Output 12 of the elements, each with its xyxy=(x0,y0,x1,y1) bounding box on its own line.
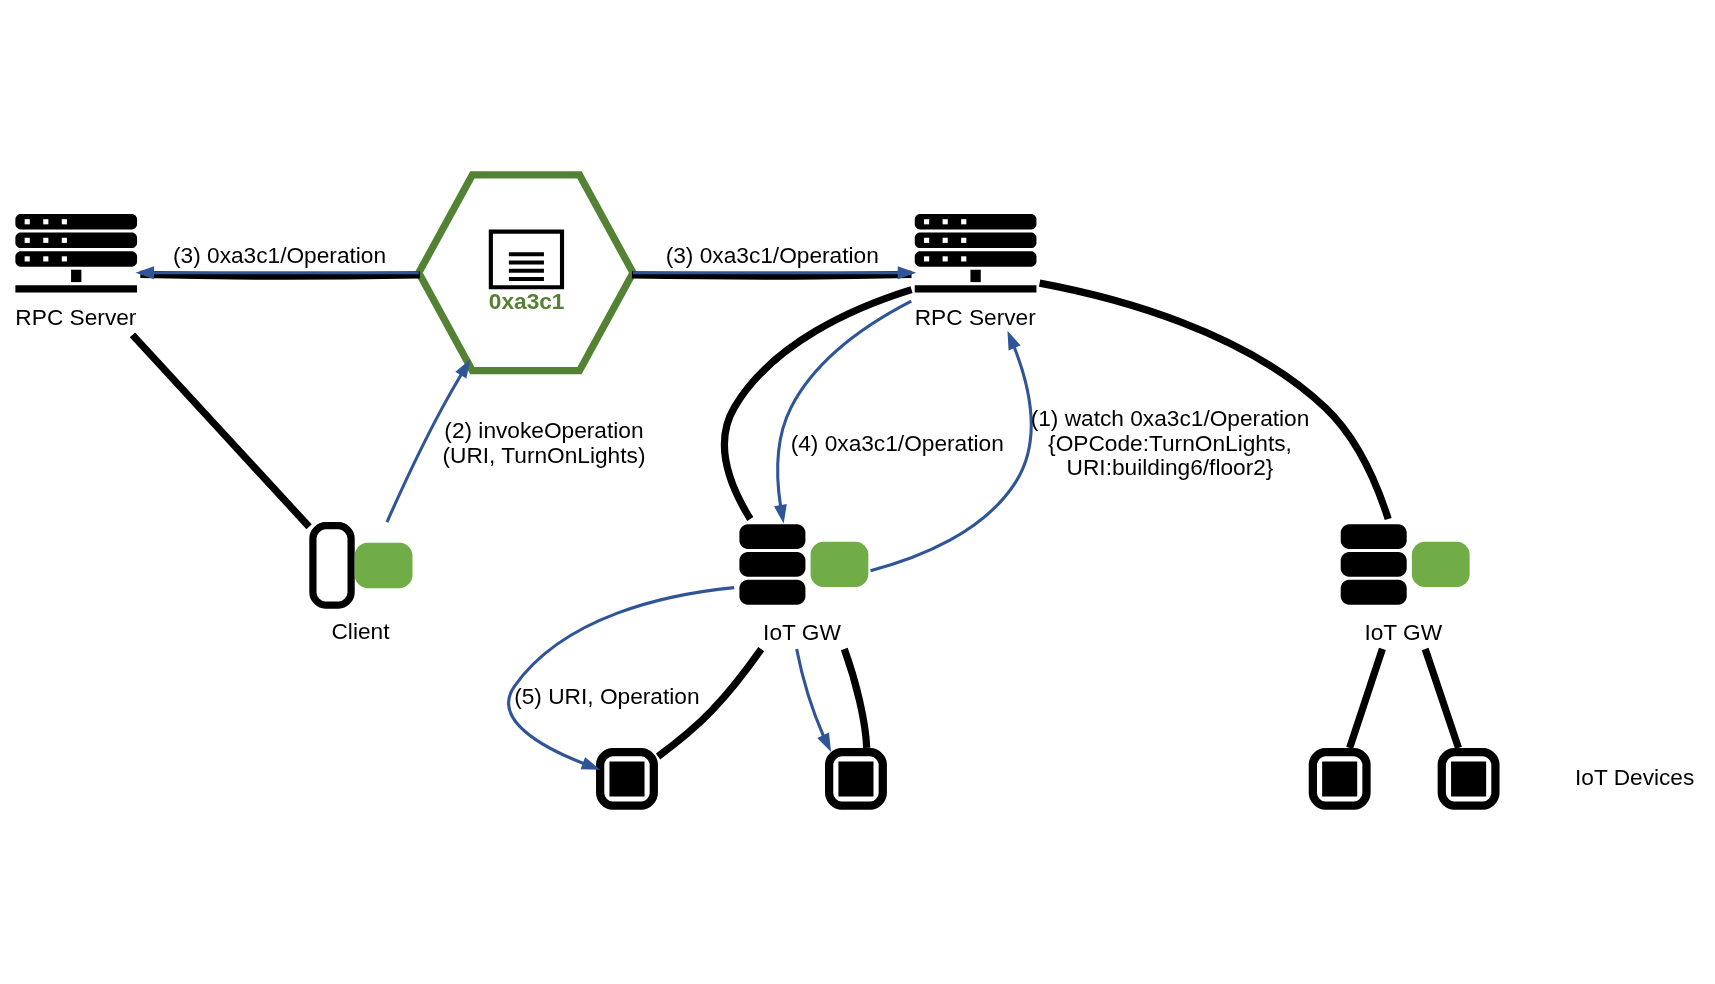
node-label: RPC Server xyxy=(15,303,137,330)
edge-label: (3) 0xa3c1/Operation xyxy=(172,241,387,268)
edge-label: (2) invokeOperation (URI, TurnOnLights) xyxy=(442,416,646,468)
edge-label: (4) 0xa3c1/Operation xyxy=(790,429,1004,456)
edge-label: (5) URI, Operation xyxy=(514,682,700,709)
node-label: RPC Server xyxy=(914,303,1036,330)
edge-label: (3) 0xa3c1/Operation xyxy=(665,241,879,268)
edge-label: (1) watch 0xa3c1/Operation {OPCode:TurnOnLights, URI:building6/floor2} xyxy=(1030,404,1310,480)
node-label: Client xyxy=(331,617,390,644)
label: IoT Devices xyxy=(1574,763,1695,790)
node-label: IoT GW xyxy=(763,618,841,645)
node-label: IoT GW xyxy=(1364,618,1443,645)
